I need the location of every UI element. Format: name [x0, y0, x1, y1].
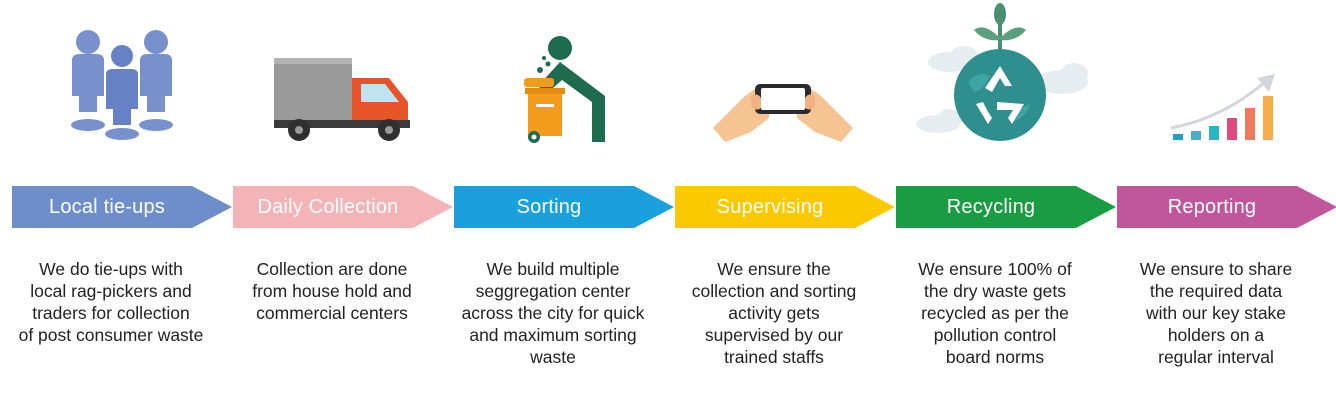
- step-description: Collection are done from house hold and …: [252, 259, 412, 323]
- step-description: We ensure the collection and sorting act…: [691, 259, 857, 367]
- step-label: Local tie-ups: [49, 195, 165, 218]
- step-arrow: Local tie-ups: [12, 186, 232, 228]
- waste-bin-icon: [442, 0, 664, 165]
- step-sorting: Sorting We build multiple seggregation c…: [442, 0, 674, 403]
- step-arrow: Reporting: [1117, 186, 1336, 228]
- step-label: Recycling: [946, 195, 1036, 218]
- step-description: We ensure 100% of the dry waste gets rec…: [918, 259, 1072, 367]
- people-group-icon: [0, 0, 222, 165]
- step-recycling: Recycling We ensure 100% of the dry wast…: [884, 0, 1116, 403]
- step-label: Sorting: [516, 195, 582, 218]
- step-label: Daily Collection: [257, 195, 399, 218]
- step-label: Supervising: [716, 195, 824, 218]
- truck-icon: [221, 0, 443, 165]
- step-label: Reporting: [1167, 195, 1257, 218]
- step-supervising: Supervising We ensure the collection and…: [663, 0, 895, 403]
- step-arrow: Supervising: [675, 186, 895, 228]
- growth-chart-icon: [1105, 0, 1327, 165]
- step-description: We build multiple seggregation center ac…: [461, 259, 645, 367]
- step-reporting: Reporting We ensure to share the require…: [1105, 0, 1336, 403]
- step-description: We do tie-ups with local rag-pickers and…: [18, 259, 204, 345]
- step-arrow: Recycling: [896, 186, 1116, 228]
- step-arrow: Daily Collection: [233, 186, 453, 228]
- step-description: We ensure to share the required data wit…: [1139, 259, 1293, 367]
- step-daily-collection: Daily Collection Collection are done fro…: [221, 0, 453, 403]
- step-local-tie-ups: Local tie-ups We do tie-ups with local r…: [0, 0, 232, 403]
- recycle-globe-icon: [884, 0, 1106, 165]
- step-arrow: Sorting: [454, 186, 674, 228]
- phone-hands-icon: [663, 0, 885, 165]
